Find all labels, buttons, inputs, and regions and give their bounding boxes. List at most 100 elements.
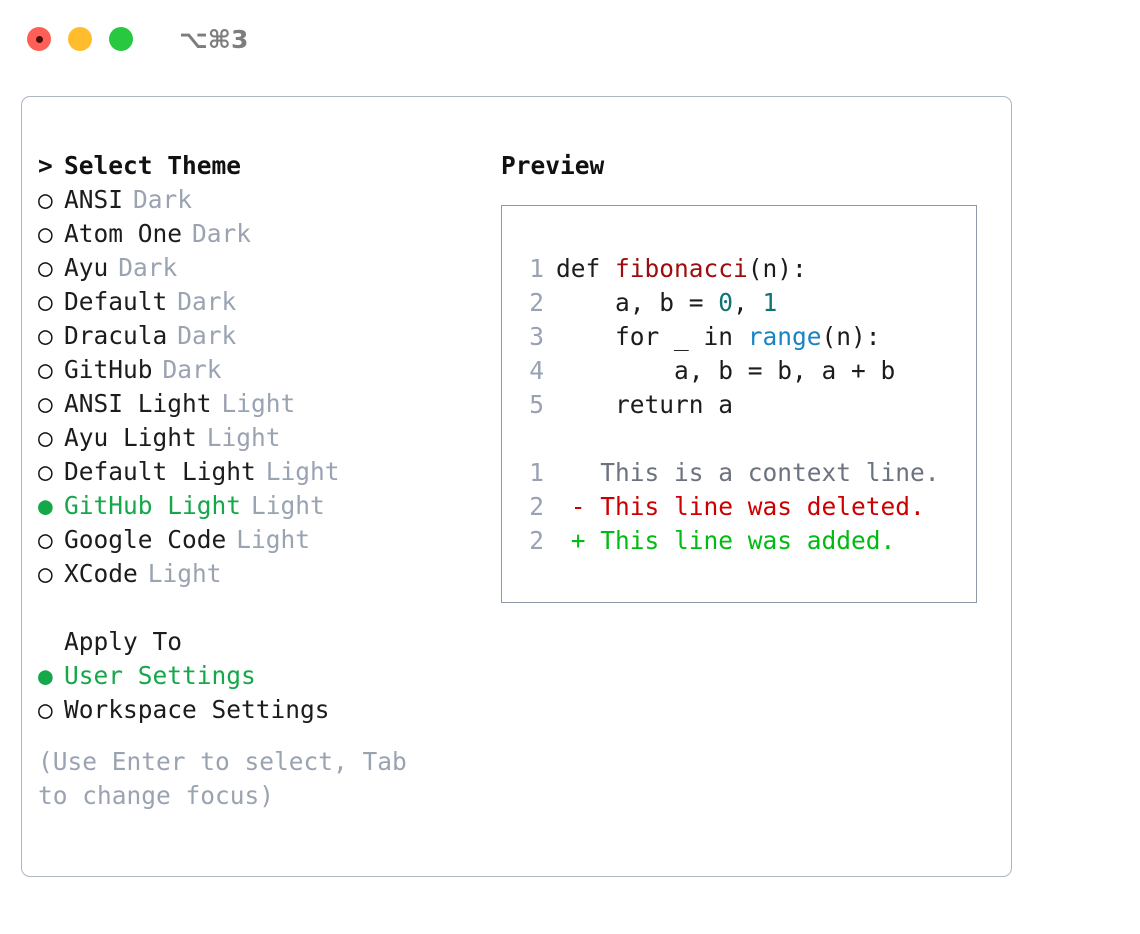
apply-to-title: Apply To [64,627,183,656]
code-line-number: 3 [529,322,544,351]
apply-to-list: ● User Settings ○ Workspace Settings [38,659,478,727]
radio-selected-icon: ● [38,661,53,690]
theme-option-variant: Light [251,491,325,520]
code-token-plain: def [556,254,616,283]
code-token-num: 1 [762,288,778,317]
radio-unselected-icon: ○ [38,321,53,350]
theme-option-atom-one[interactable]: ○ Atom One Dark [38,217,478,251]
code-line: 4 a, b = b, a + b [502,354,976,388]
theme-option-variant: Dark [177,321,237,350]
code-line: 5 return a [502,388,976,422]
apply-to-option-label: User Settings [64,661,256,690]
maximize-button-icon[interactable] [109,27,133,51]
theme-option-label: Dracula [64,321,168,350]
diff-line-text: - This line was deleted. [556,492,925,521]
title-bar: ⌥⌘3 [0,0,1140,78]
radio-unselected-icon: ○ [38,695,53,724]
radio-unselected-icon: ○ [38,253,53,282]
theme-option-ansi-light[interactable]: ○ ANSI Light Light [38,387,478,421]
radio-unselected-icon: ○ [38,525,53,554]
theme-option-variant: Dark [192,219,252,248]
code-token-call: range [747,322,822,351]
radio-unselected-icon: ○ [38,389,53,418]
apply-to-marker-spacer: ○ [38,625,64,659]
diff-line-number: 1 [529,458,544,487]
theme-option-label: Default Light [64,457,256,486]
code-line: 1 def fibonacci(n): [502,252,976,286]
apply-to-option-user-settings[interactable]: ● User Settings [38,659,478,693]
theme-option-label: ANSI Light [64,389,212,418]
theme-option-label: Default [64,287,168,316]
close-button-icon[interactable] [27,27,51,51]
theme-option-variant: Light [147,559,222,588]
code-line-text: for _ in range(n): [556,320,881,354]
theme-option-label: Atom One [64,219,183,248]
theme-option-variant: Dark [177,287,237,316]
radio-unselected-icon: ○ [38,185,53,214]
minimize-button-icon[interactable] [68,27,92,51]
theme-option-variant: Dark [118,253,178,282]
theme-option-label: Ayu [64,253,109,282]
code-line-number: 5 [529,390,544,419]
code-line-text: a, b = 0, 1 [556,286,777,320]
preview-title: Preview [501,151,605,180]
prompt-caret-icon: > [38,151,53,180]
window-controls [27,27,133,51]
select-theme-title: Select Theme [64,151,242,180]
theme-option-variant: Light [206,423,281,452]
diff-line-add: 2 + This line was added. [502,524,976,558]
radio-unselected-icon: ○ [38,219,53,248]
code-line: 3 for _ in range(n): [502,320,976,354]
code-line-text: def fibonacci(n): [556,252,807,286]
apply-to-header: ○Apply To [38,625,478,659]
diff-line-del: 2 - This line was deleted. [502,490,976,524]
theme-option-ayu[interactable]: ○ Ayu Dark [38,251,478,285]
select-theme-header: > Select Theme [38,149,478,183]
theme-option-default[interactable]: ○ Default Dark [38,285,478,319]
apply-to-option-label: Workspace Settings [64,695,330,724]
theme-option-default-light[interactable]: ○ Default Light Light [38,455,478,489]
diff-line-ctx: 1 This is a context line. [502,456,976,490]
theme-option-label: Google Code [64,525,227,554]
theme-option-xcode[interactable]: ○ XCode Light [38,557,478,591]
apply-to-option-workspace-settings[interactable]: ○ Workspace Settings [38,693,478,727]
theme-option-label: GitHub Light [64,491,242,520]
theme-option-label: ANSI [64,185,124,214]
code-line-text: a, b = b, a + b [556,354,895,388]
code-token-num: 0 [718,288,734,317]
code-token-plain: (n): [821,322,881,351]
radio-unselected-icon: ○ [38,559,53,588]
diff-line-text: + This line was added. [556,526,896,555]
preview-spacer [502,422,976,456]
code-line: 2 a, b = 0, 1 [502,286,976,320]
keyboard-shortcut-label: ⌥⌘3 [179,24,249,54]
diff-line-text: This is a context line. [556,458,940,487]
code-token-plain: a, b = [556,288,719,317]
theme-option-dracula[interactable]: ○ Dracula Dark [38,319,478,353]
code-line-number: 2 [529,288,544,317]
radio-unselected-icon: ○ [38,287,53,316]
radio-unselected-icon: ○ [38,457,53,486]
radio-selected-icon: ● [38,491,53,520]
code-token-plain: (n): [747,254,807,283]
theme-option-variant: Light [221,389,296,418]
theme-option-label: XCode [64,559,138,588]
code-token-plain: return a [556,390,734,419]
theme-option-label: GitHub [64,355,153,384]
keyboard-hint-text: (Use Enter to select, Tab to change focu… [38,747,407,810]
code-line-number: 1 [529,254,544,283]
code-line-number: 4 [529,356,544,385]
code-token-fn: fibonacci [615,254,748,283]
radio-unselected-icon: ○ [38,423,53,452]
theme-option-variant: Light [265,457,340,486]
theme-option-github-light[interactable]: ● GitHub Light Light [38,489,478,523]
